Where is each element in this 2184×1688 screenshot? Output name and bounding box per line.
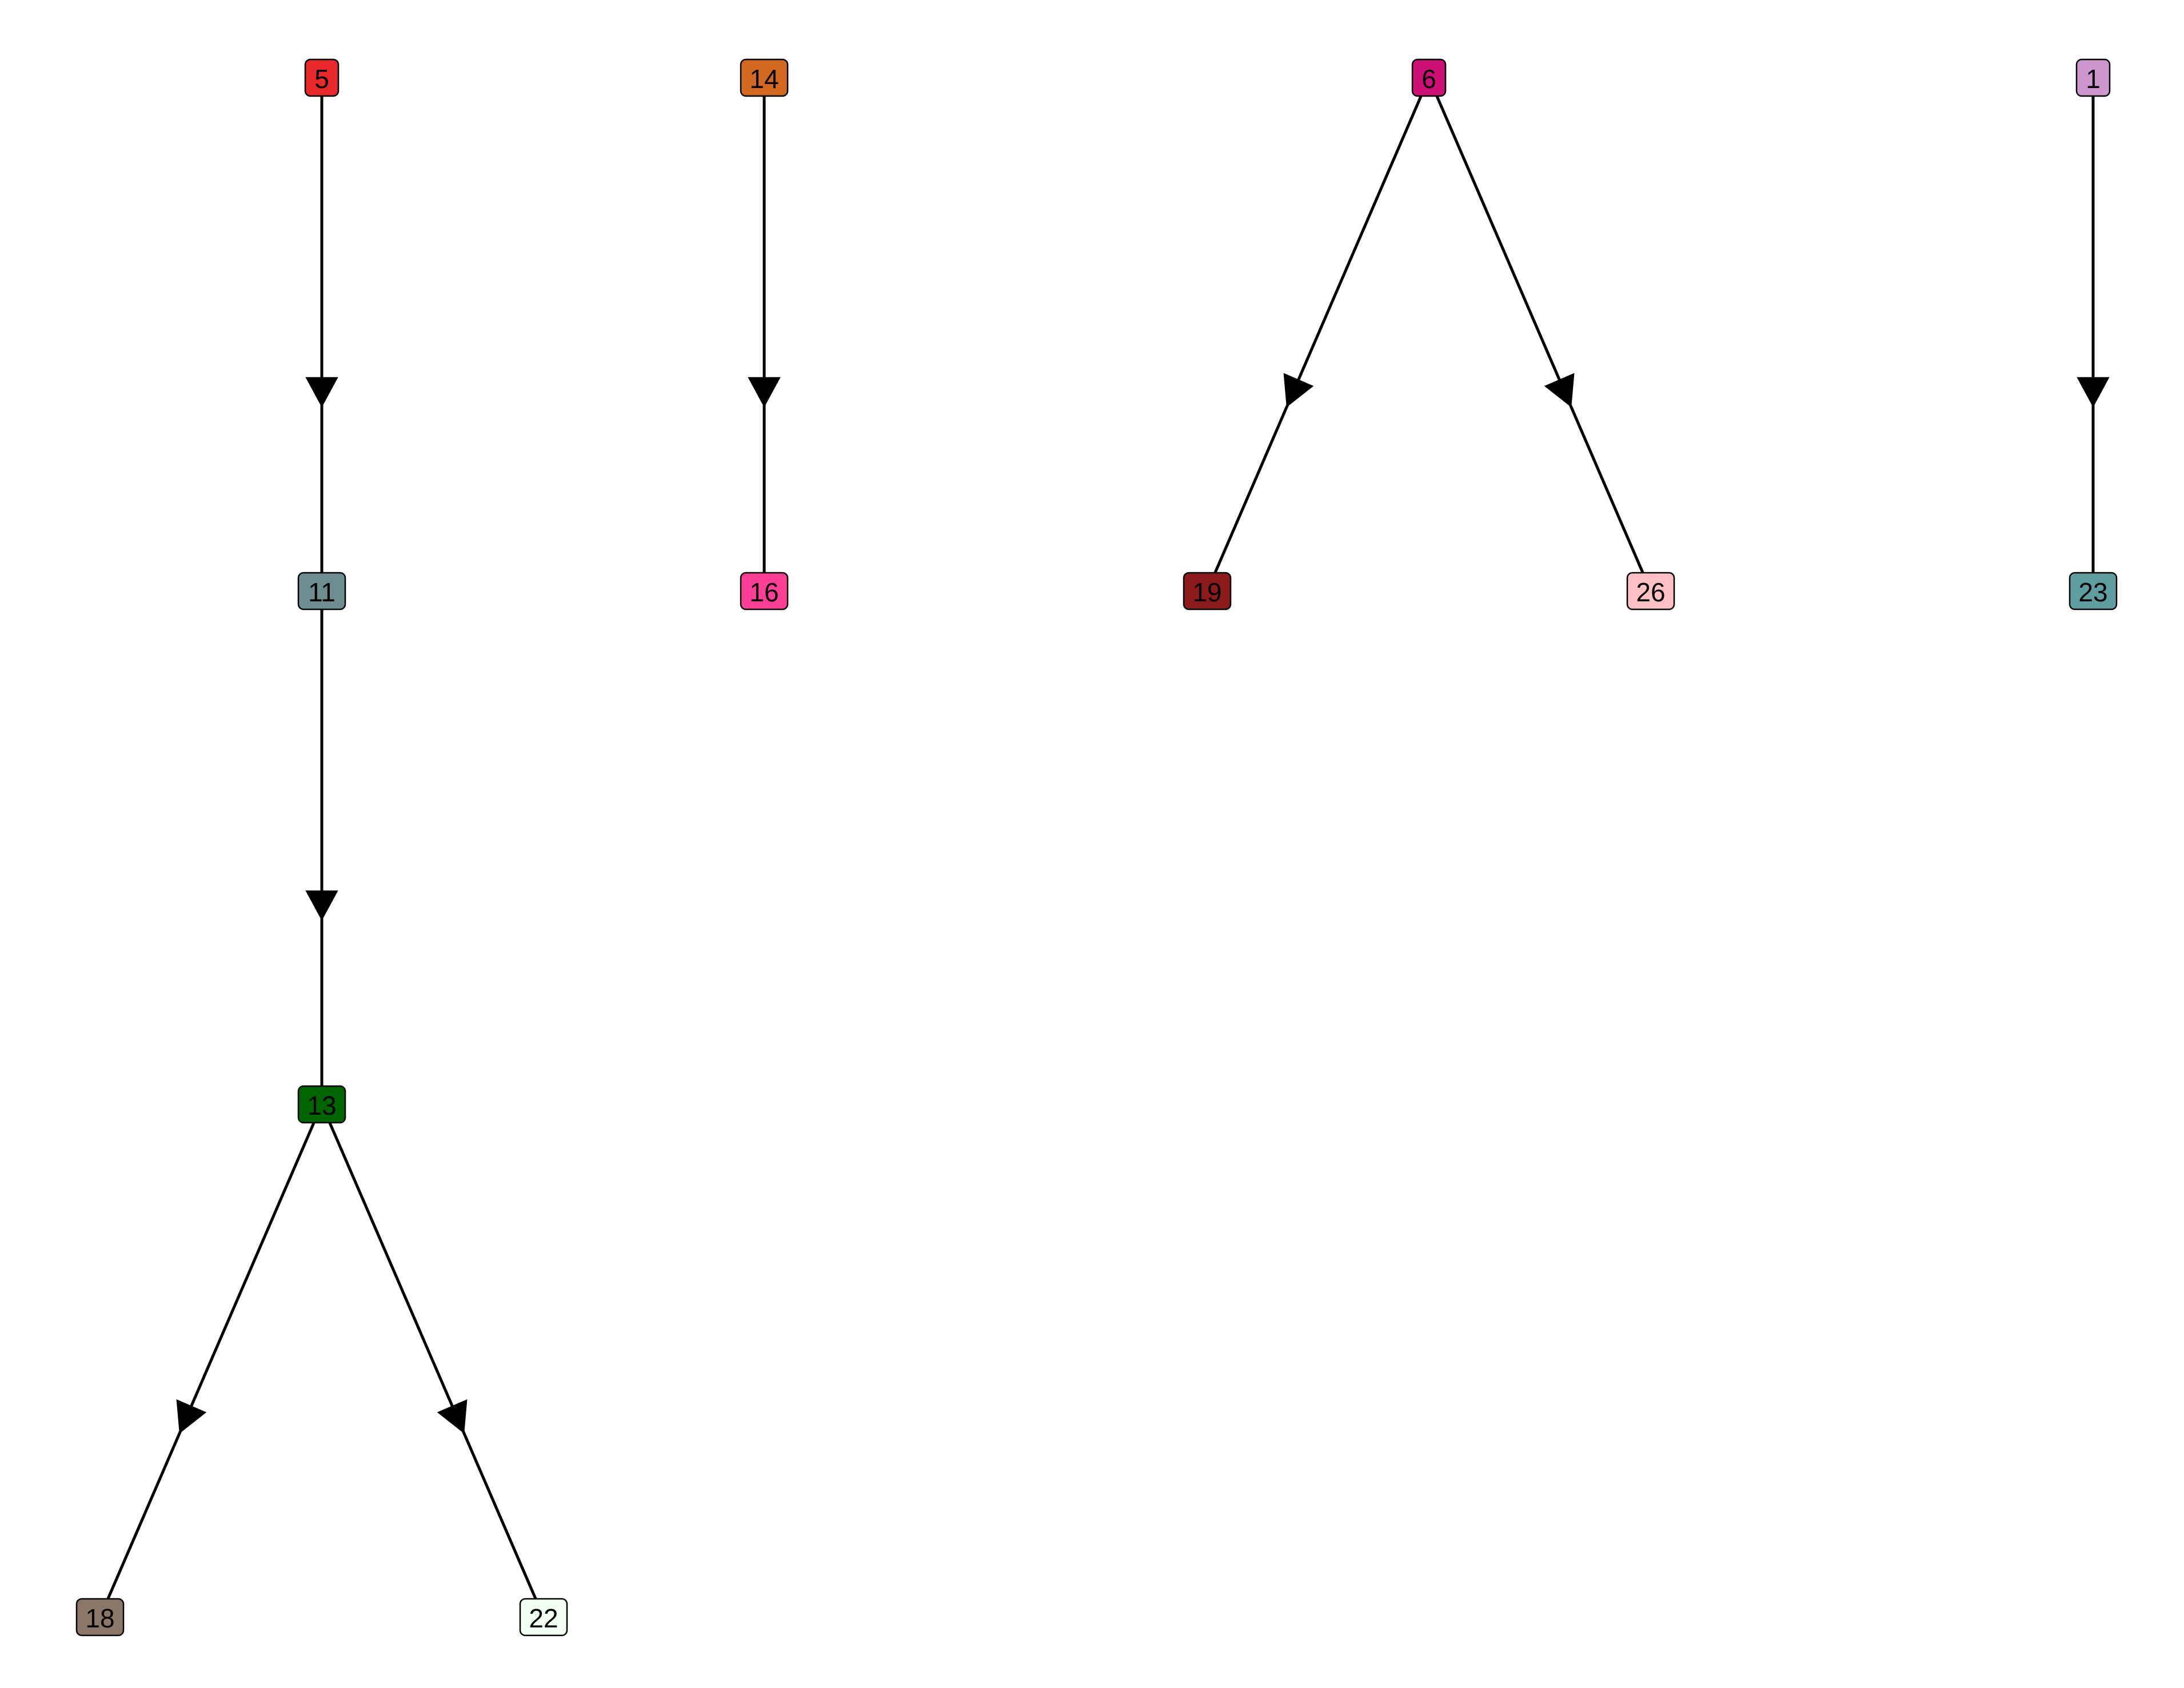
node-label: 13 [307,1091,336,1120]
node-13[interactable]: 13 [297,1085,346,1124]
node-23[interactable]: 23 [2069,572,2118,610]
node-box [1626,572,1675,610]
arrowhead-14-to-16 [748,377,781,408]
node-label: 19 [1192,577,1221,607]
arrowhead-6-to-19 [1283,373,1314,408]
node-label: 16 [749,577,778,607]
arrowhead-11-to-13 [305,890,338,921]
node-box [297,572,346,610]
node-box [740,58,789,97]
node-14[interactable]: 14 [740,58,789,97]
node-box [75,1598,125,1637]
arrowhead-1-to-23 [2077,377,2110,408]
node-label: 14 [749,64,778,94]
edge-13-to-18 [98,1104,324,1618]
node-label: 22 [529,1603,558,1633]
arrowhead-5-to-11 [305,377,338,408]
node-box [1183,572,1232,610]
arrowhead-6-to-26 [1544,373,1575,408]
node-box [1411,58,1447,97]
node-box [304,58,340,97]
arrowhead-13-to-22 [437,1399,468,1434]
node-26[interactable]: 26 [1626,572,1675,610]
node-16[interactable]: 16 [740,572,789,610]
node-6[interactable]: 6 [1411,58,1447,97]
arrowhead-13-to-18 [176,1399,207,1434]
node-label: 26 [1636,577,1665,607]
node-box [519,1598,568,1637]
nodes-layer: 5 11 13 18 22 14 16 6 19 26 1 23 [75,58,2118,1637]
node-5[interactable]: 5 [304,58,340,97]
node-label: 23 [2078,577,2107,607]
node-label: 1 [2086,64,2101,94]
node-label: 5 [314,64,329,94]
node-19[interactable]: 19 [1183,572,1232,610]
node-box [2075,58,2111,97]
edge-13-to-22 [320,1104,545,1618]
node-22[interactable]: 22 [519,1598,568,1637]
node-box [740,572,789,610]
node-label: 18 [85,1603,114,1633]
node-18[interactable]: 18 [75,1598,125,1637]
node-11[interactable]: 11 [297,572,346,610]
node-1[interactable]: 1 [2075,58,2111,97]
node-label: 6 [1422,64,1436,94]
node-box [297,1085,346,1124]
edge-6-to-26 [1427,77,1652,592]
edge-6-to-19 [1205,77,1431,592]
edges-layer [98,77,2110,1618]
node-label: 11 [308,577,336,607]
node-box [2069,572,2118,610]
